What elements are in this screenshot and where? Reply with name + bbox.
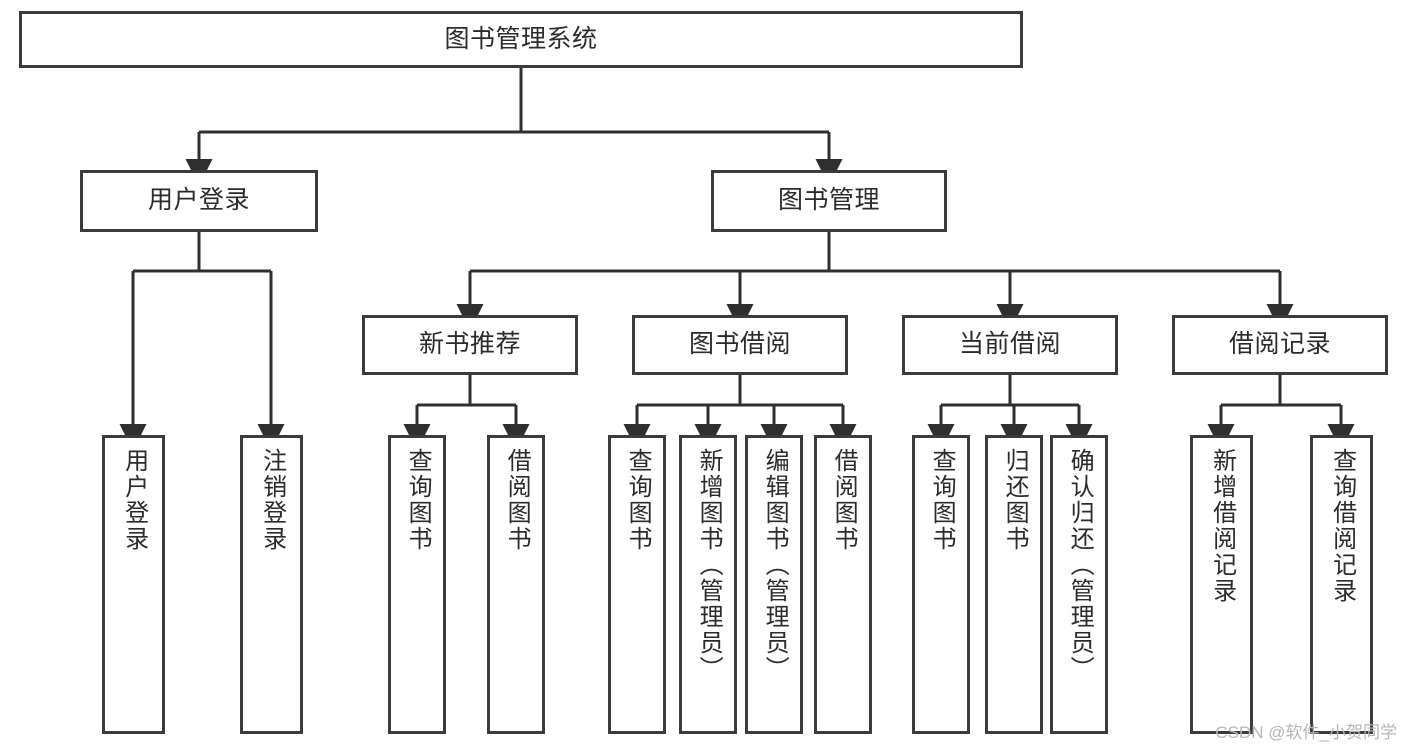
leaf-return-book[interactable]: 归还图书 <box>985 435 1043 734</box>
node-user-login-label: 用户登录 <box>147 186 250 215</box>
leaf-confirm-return-admin[interactable]: 确认归还（管理员） <box>1050 435 1108 734</box>
node-current-borrow-label: 当前借阅 <box>958 330 1061 359</box>
node-root-system[interactable]: 图书管理系统 <box>19 11 1023 68</box>
leaf-logout[interactable]: 注销登录 <box>240 435 303 734</box>
leaf-query-borrow-record[interactable]: 查询借阅记录 <box>1310 435 1373 734</box>
node-user-login[interactable]: 用户登录 <box>80 170 318 232</box>
node-new-book-recommend-label: 新书推荐 <box>418 330 521 359</box>
node-root-system-label: 图书管理系统 <box>444 24 598 53</box>
node-borrow-record-label: 借阅记录 <box>1228 330 1331 359</box>
node-book-management-label: 图书管理 <box>777 186 880 215</box>
leaf-borrow-book-nbr-label: 借阅图书 <box>503 448 531 552</box>
leaf-borrow-book-bb[interactable]: 借阅图书 <box>814 435 872 734</box>
node-book-borrow-label: 图书借阅 <box>688 330 791 359</box>
leaf-query-borrow-record-label: 查询借阅记录 <box>1328 448 1356 604</box>
leaf-add-borrow-record[interactable]: 新增借阅记录 <box>1190 435 1253 734</box>
leaf-add-book-admin[interactable]: 新增图书（管理员） <box>679 435 737 734</box>
leaf-query-book-bb-label: 查询图书 <box>624 448 652 552</box>
leaf-borrow-book-nbr[interactable]: 借阅图书 <box>487 435 545 734</box>
leaf-return-book-label: 归还图书 <box>1001 448 1029 552</box>
leaf-user-login-label: 用户登录 <box>120 448 148 552</box>
leaf-confirm-return-admin-label: 确认归还（管理员） <box>1066 448 1094 682</box>
leaf-add-borrow-record-label: 新增借阅记录 <box>1208 448 1236 604</box>
node-current-borrow[interactable]: 当前借阅 <box>902 315 1118 375</box>
leaf-query-book-nbr[interactable]: 查询图书 <box>388 435 446 734</box>
leaf-borrow-book-bb-label: 借阅图书 <box>830 448 858 552</box>
node-new-book-recommend[interactable]: 新书推荐 <box>362 315 578 375</box>
node-book-management[interactable]: 图书管理 <box>711 170 947 232</box>
leaf-user-login[interactable]: 用户登录 <box>102 435 165 734</box>
node-book-borrow[interactable]: 图书借阅 <box>632 315 848 375</box>
leaf-edit-book-admin[interactable]: 编辑图书（管理员） <box>745 435 803 734</box>
leaf-logout-label: 注销登录 <box>258 448 286 552</box>
leaf-query-book-nbr-label: 查询图书 <box>404 448 432 552</box>
leaf-add-book-admin-label: 新增图书（管理员） <box>695 448 723 682</box>
leaf-query-book-cb-label: 查询图书 <box>928 448 956 552</box>
node-borrow-record[interactable]: 借阅记录 <box>1172 315 1388 375</box>
leaf-query-book-cb[interactable]: 查询图书 <box>912 435 970 734</box>
leaf-edit-book-admin-label: 编辑图书（管理员） <box>761 448 789 682</box>
leaf-query-book-bb[interactable]: 查询图书 <box>608 435 666 734</box>
